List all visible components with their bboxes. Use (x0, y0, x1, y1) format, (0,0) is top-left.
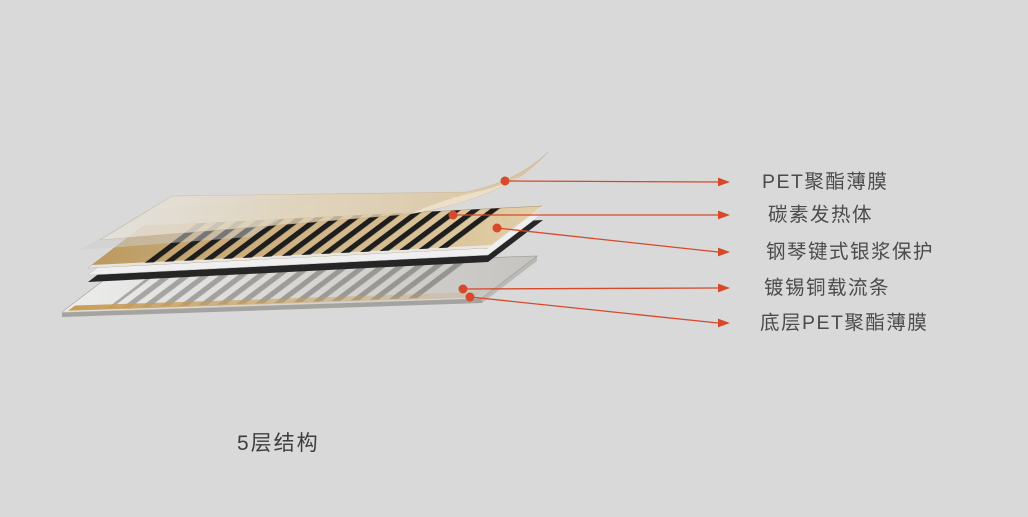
callout-dot (448, 210, 458, 220)
callout-silver-paste (492, 223, 730, 257)
callout-arrow-icon (718, 283, 730, 293)
callout-copper-strip (458, 283, 730, 294)
callout-dot (465, 292, 475, 302)
callout-line (504, 180, 719, 183)
callout-pet-film (500, 176, 730, 187)
callout-dot (500, 176, 510, 186)
silver-front-edge (88, 245, 492, 268)
callout-label-silver-paste: 钢琴键式银浆保护 (766, 241, 935, 263)
callout-arrow-icon (718, 318, 730, 328)
callout-arrow-icon (718, 247, 730, 257)
copper-strip (68, 291, 481, 311)
callout-dot (492, 223, 502, 233)
bottom-film-edge-highlight (61, 297, 483, 313)
callout-label-carbon-heater: 碳素发热体 (768, 204, 874, 226)
callout-label-bottom-pet-film: 底层PET聚酯薄膜 (760, 312, 929, 334)
callout-line (462, 287, 719, 290)
diagram-caption: 5层结构 (237, 432, 320, 455)
callout-line (469, 296, 719, 324)
callout-arrow-icon (718, 210, 730, 220)
callout-bottom-pet-film (465, 292, 730, 328)
callout-label-copper-strip: 镀锡铜载流条 (764, 277, 891, 299)
carbon-layer-edge-highlight (487, 205, 544, 249)
bottom-film-right-face (482, 256, 537, 303)
callout-line (496, 227, 719, 253)
top-pet-film-layer (99, 151, 549, 241)
callout-lines (448, 176, 730, 328)
callout-carbon-heater (448, 210, 730, 220)
callout-label-pet-film: PET聚酯薄膜 (762, 171, 889, 193)
bottom-film-front-face (62, 298, 482, 317)
callout-arrow-icon (718, 177, 730, 187)
callout-dot (458, 284, 468, 294)
